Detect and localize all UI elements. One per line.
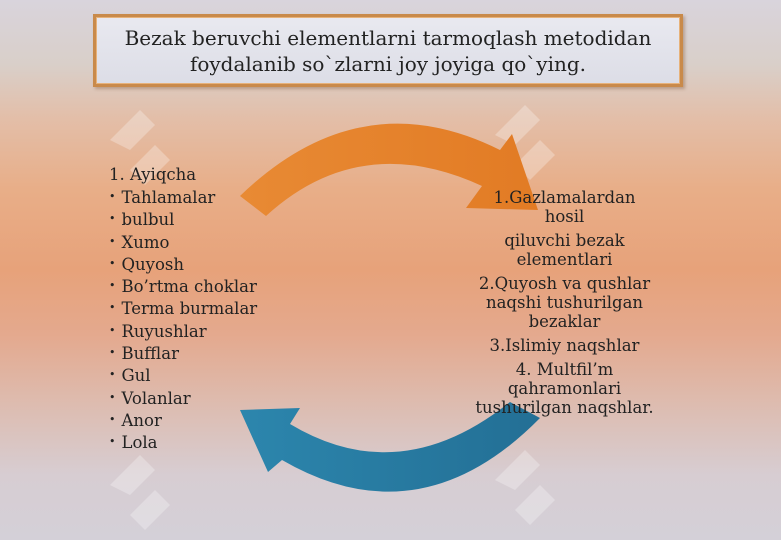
- list-item: •Quyosh: [109, 254, 185, 274]
- left-word-list: 1. Ayiqcha •Tahlamalar •bulbul •Xumo •Qu…: [109, 164, 257, 454]
- list-item: •Terma burmalar: [109, 299, 258, 319]
- right-category-list: 1.Gazlamalardan hosil qiluvchi bezak ele…: [462, 188, 667, 417]
- watermark-logo-icon: [110, 110, 170, 185]
- category-1-line-a: 1.Gazlamalardan hosil: [493, 188, 636, 226]
- list-item: •Lola: [109, 433, 158, 453]
- curved-arrow-orange-icon: [240, 123, 538, 216]
- list-item: •Ruyushlar: [109, 321, 207, 341]
- list-item: •Bufflar: [109, 344, 179, 364]
- watermark-logo-icon: [110, 455, 170, 530]
- list-item: •Tahlamalar: [109, 188, 216, 207]
- category-2: 2.Quyosh va qushlar naqshi tushurilgan b…: [478, 274, 651, 331]
- list-item: •Gul: [109, 366, 151, 386]
- list-item: •Volanlar: [109, 388, 191, 408]
- left-list-heading: 1. Ayiqcha: [109, 165, 197, 184]
- title-box: Bezak beruvchi elementlarni tarmoqlash m…: [93, 14, 683, 87]
- curved-arrow-blue-icon: [240, 402, 540, 492]
- watermark-logo-icon: [495, 105, 555, 180]
- list-item: •bulbul: [109, 210, 175, 230]
- list-item: •Xumo: [109, 232, 170, 252]
- instruction-title: Bezak beruvchi elementlarni tarmoqlash m…: [124, 25, 652, 76]
- list-item: •Anor: [109, 410, 162, 430]
- category-3: 3.Islimiy naqshlar: [489, 336, 640, 355]
- category-1-line-b: qiluvchi bezak elementlari: [504, 231, 625, 269]
- watermark-logo-icon: [495, 450, 555, 525]
- category-4: 4. Multfil’m qahramonlari tushurilgan na…: [475, 360, 654, 417]
- list-item: •Bo’rtma choklar: [109, 277, 257, 297]
